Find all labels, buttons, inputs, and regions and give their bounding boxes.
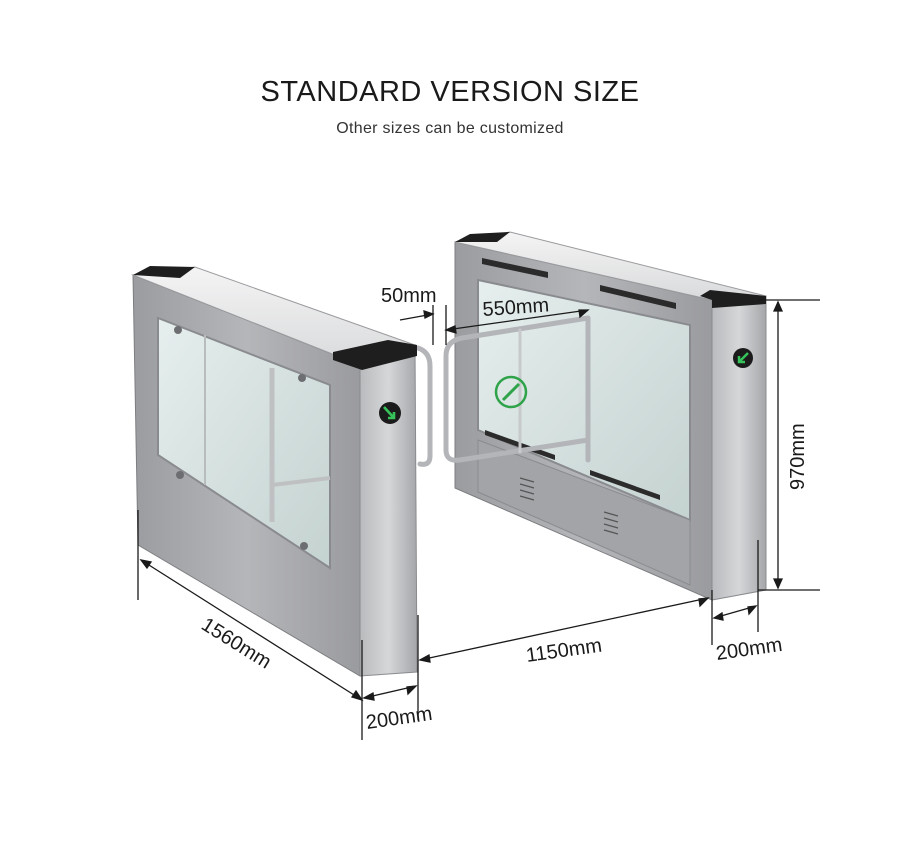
page-subtitle: Other sizes can be customized — [336, 120, 564, 137]
right-cabinet — [454, 231, 767, 601]
dimension-lines — [137, 299, 820, 740]
dim-height-label: 970mm — [787, 423, 809, 490]
left-cabinet — [131, 266, 418, 677]
dim-passage-label: 1150mm — [525, 635, 604, 667]
dim-arm-label: 550mm — [482, 294, 550, 321]
page-title: STANDARD VERSION SIZE — [260, 76, 640, 108]
swing-arm-left — [415, 345, 433, 467]
dim-gap-label: 50mm — [381, 285, 437, 307]
dim-right-width-label: 200mm — [715, 634, 784, 665]
dim-left-width-label: 200mm — [365, 703, 434, 734]
swing-arm-right — [443, 315, 591, 463]
dim-length-label: 1560mm — [197, 614, 275, 674]
swing-gate-icon — [494, 375, 528, 409]
